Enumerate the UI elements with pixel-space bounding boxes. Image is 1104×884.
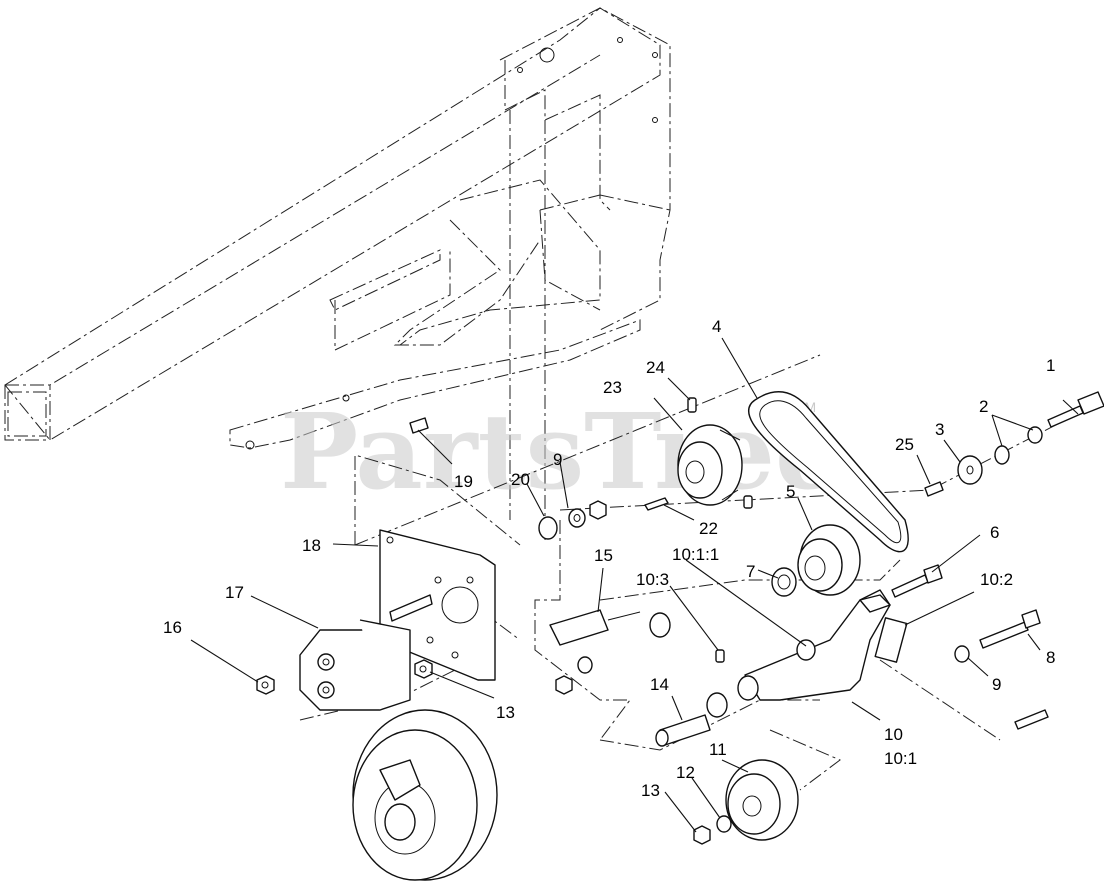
washer-9-upper (568, 508, 586, 528)
bushing-15-side (649, 612, 671, 638)
watermark: PartsTree TM (280, 390, 841, 513)
electric-clutch (352, 709, 498, 881)
bolt-8 (979, 609, 1041, 649)
callout-12: 12 (676, 763, 695, 782)
bushing-14-side (706, 692, 728, 718)
callout-3: 3 (935, 420, 944, 439)
callout-2: 2 (979, 397, 988, 416)
drive-belt-4 (747, 391, 909, 553)
callout-17: 17 (225, 583, 244, 602)
callout-9-lower: 9 (992, 675, 1001, 694)
svg-text:PartsTree: PartsTree (280, 390, 841, 513)
callout-22: 22 (699, 519, 718, 538)
callout-8: 8 (1046, 648, 1055, 667)
washer-12 (716, 815, 732, 833)
washer-2-flat (1027, 426, 1043, 444)
callout-10-1: 10:1 (884, 749, 917, 768)
spacer-25 (924, 481, 944, 497)
nut-13-plate (414, 659, 433, 679)
callout-6: 6 (990, 523, 999, 542)
frame-chassis (4, 7, 671, 540)
bolt-19 (409, 417, 429, 434)
spring-15 (549, 609, 641, 646)
callout-23: 23 (603, 378, 622, 397)
callout-13-plate: 13 (496, 703, 515, 722)
washer-middle (577, 656, 593, 674)
callout-10: 10 (884, 725, 903, 744)
callout-5: 5 (786, 482, 795, 501)
bolt-6 (891, 564, 943, 598)
callout-24: 24 (646, 358, 665, 377)
nut-upper (589, 500, 607, 520)
callout-1: 1 (1046, 356, 1055, 375)
callout-9-upper: 9 (553, 450, 562, 469)
callout-15: 15 (594, 546, 613, 565)
pulley-5 (797, 524, 861, 596)
pulley-23 (677, 424, 743, 506)
callout-10-3: 10:3 (636, 570, 669, 589)
callout-20: 20 (511, 470, 530, 489)
callout-labels: 1 2 3 4 5 6 7 8 9 9 10 10:1 10:1:1 10:2 … (163, 317, 1055, 800)
washer-2-lock (994, 445, 1010, 465)
callout-16: 16 (163, 618, 182, 637)
callout-13-lower: 13 (641, 781, 660, 800)
spacer-20 (538, 516, 558, 540)
bolt-lower-right (1014, 709, 1049, 730)
callout-10-2: 10:2 (980, 570, 1013, 589)
callout-19: 19 (454, 472, 473, 491)
set-screw-lower (743, 495, 753, 509)
spacer-14 (655, 714, 711, 747)
washer-3 (957, 455, 983, 485)
set-screw-24 (687, 397, 697, 413)
nut-middle (555, 675, 573, 695)
spacer-7 (771, 567, 797, 597)
callout-11: 11 (709, 740, 727, 759)
callout-7: 7 (746, 562, 755, 581)
grease-fitting-10-3 (715, 649, 725, 663)
callout-10-1-1: 10:1:1 (672, 545, 719, 564)
callout-14: 14 (650, 675, 669, 694)
callout-25: 25 (895, 435, 914, 454)
callout-18: 18 (302, 536, 321, 555)
key-22 (644, 497, 669, 511)
callout-4: 4 (712, 317, 721, 336)
hydraulic-pump-17 (299, 594, 433, 711)
bolt-1 (1047, 391, 1104, 428)
washer-9-lower (954, 645, 970, 663)
nut-13-lower (693, 825, 711, 845)
nut-16 (256, 675, 275, 695)
idler-arm-10 (737, 589, 908, 701)
idler-pulley-11 (725, 759, 799, 841)
bushing-10-1-1 (796, 639, 816, 661)
leader-lines (190, 337, 1079, 833)
